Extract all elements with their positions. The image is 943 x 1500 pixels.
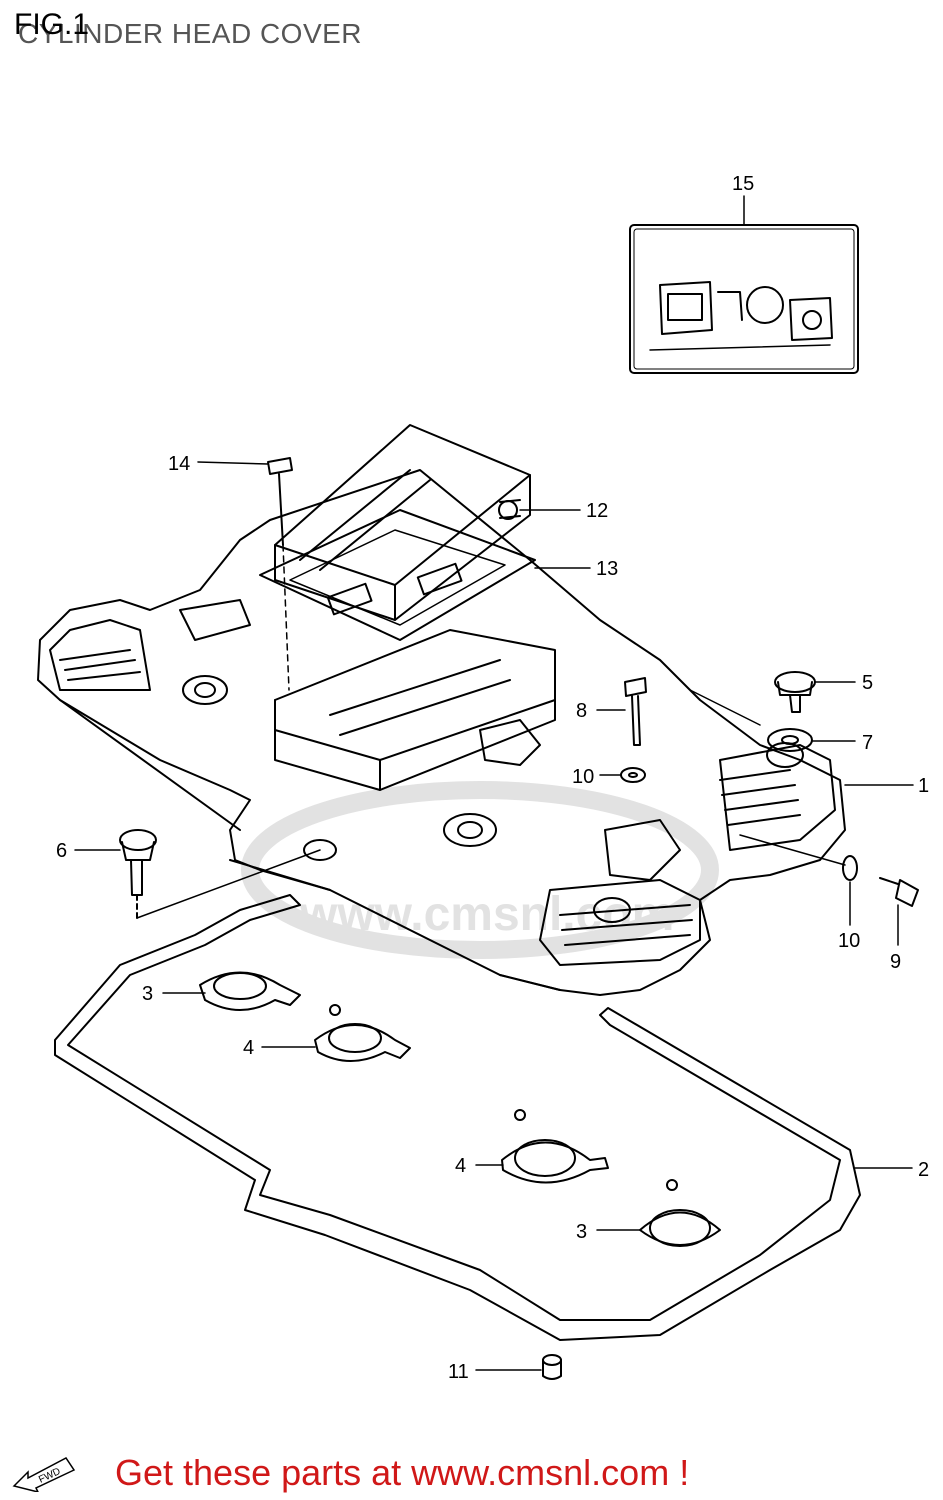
callout-11: 11 <box>448 1361 469 1383</box>
callout-5: 5 <box>862 672 873 694</box>
callout-2: 2 <box>918 1159 929 1181</box>
figure-number: FIG.1 <box>14 8 90 41</box>
part-3-plug-gasket-lower <box>639 1179 721 1247</box>
callout-3-upper: 3 <box>142 983 153 1005</box>
callout-13: 13 <box>596 558 618 580</box>
part-4-plug-gasket-lower <box>501 1109 609 1184</box>
svg-text:www.cmsnl.com: www.cmsnl.com <box>299 888 674 941</box>
callout-labels: 15 14 12 13 5 8 7 10 1 6 10 9 3 4 4 2 3 … <box>56 173 929 1383</box>
forward-arrow-icon: FWD <box>12 1457 76 1492</box>
callout-3-lower: 3 <box>576 1221 587 1243</box>
callout-15: 15 <box>732 173 754 195</box>
callout-6: 6 <box>56 840 67 862</box>
callout-10-lower: 10 <box>838 930 860 952</box>
part-7-washer <box>767 728 813 752</box>
part-13-breather-gasket <box>259 509 536 641</box>
figure-title: CYLINDER HEAD COVER <box>18 18 363 49</box>
part-12-breather-cover <box>274 424 531 621</box>
part-2-cover-gasket <box>54 894 861 1341</box>
part-8-bolt <box>624 677 647 746</box>
callout-10-upper: 10 <box>572 766 594 788</box>
watermark-logo: www.cmsnl.com <box>241 781 719 959</box>
footer-link-text[interactable]: Get these parts at www.cmsnl.com ! <box>115 1452 690 1493</box>
part-10-washer-right <box>842 855 858 881</box>
part-4-plug-gasket-upper <box>314 1004 411 1062</box>
part-11-dowel <box>542 1354 562 1380</box>
callout-4-lower: 4 <box>455 1155 466 1177</box>
part-10-washer-upper <box>620 767 646 783</box>
callout-12: 12 <box>586 500 608 522</box>
part-5-grommet-bolt <box>774 671 816 713</box>
fwd-label: FWD <box>37 1466 62 1486</box>
callout-14: 14 <box>168 453 190 475</box>
callout-7: 7 <box>862 732 873 754</box>
figure-header: CYLINDER HEAD COVER FIG.1 <box>14 8 614 52</box>
callout-1: 1 <box>918 775 929 797</box>
callout-8: 8 <box>576 700 587 722</box>
callout-4-upper: 4 <box>243 1037 254 1059</box>
part-9-bolt <box>879 877 919 907</box>
callout-9: 9 <box>890 951 901 973</box>
part-1-cylinder-head-cover <box>37 469 846 996</box>
part-15-gasket-set <box>629 224 859 374</box>
part-6-grommet-bolt <box>119 829 321 921</box>
leader-lines <box>74 195 914 1371</box>
part-14-bolt <box>267 457 293 691</box>
part-3-plug-gasket-upper <box>199 971 301 1011</box>
